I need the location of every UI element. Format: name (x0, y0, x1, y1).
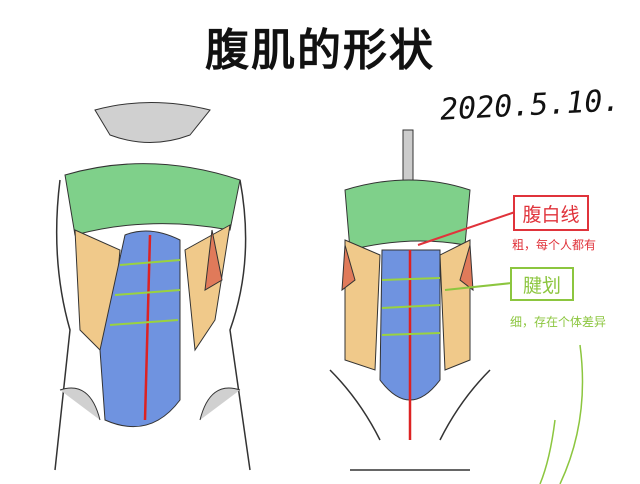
tendinous-intersection-label: 腱划 (510, 267, 574, 301)
linea-alba-pointer (417, 211, 516, 246)
green-sketch-stroke (539, 344, 584, 484)
right-torso-figure (329, 129, 584, 484)
linea-alba-label: 腹白线 (513, 195, 589, 231)
tendinous-pointer (444, 282, 513, 291)
tendinous-intersection-note: 细，存在个体差异 (510, 315, 607, 329)
page-title: 腹肌的形状 (205, 25, 435, 76)
left-torso-figure (54, 102, 251, 471)
linea-alba-note: 粗，每个人都有 (512, 238, 597, 252)
